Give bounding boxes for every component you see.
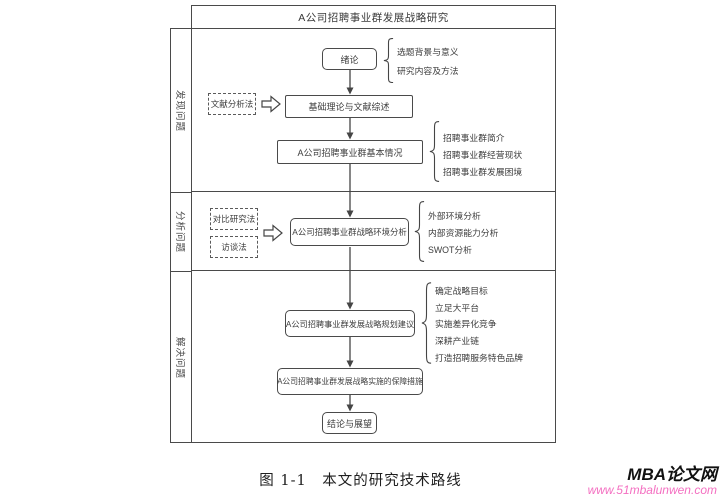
method-interview: 访谈法 [210, 236, 258, 258]
node-strategic-planning-suggestions: A公司招聘事业群发展战略规划建议 [285, 310, 415, 337]
brace-item: 确定战略目标 [435, 286, 488, 296]
brace-item: 招聘事业群发展困境 [443, 167, 523, 177]
brace-icon [429, 121, 440, 182]
brace-item: 深耕产业链 [435, 336, 479, 346]
lane-discover-problem: 发现问题 [171, 29, 191, 193]
lane-divider-line [191, 270, 556, 271]
brace-item: 内部资源能力分析 [428, 228, 499, 238]
lane-label: 发现问题 [174, 89, 186, 132]
node-strategic-environment-analysis: A公司招聘事业群战略环境分析 [290, 218, 409, 246]
node-introduction: 绪论 [322, 48, 377, 70]
brace-icon [383, 38, 394, 83]
brace-item: 选题背景与意义 [397, 47, 459, 57]
lane-analyze-problem: 分析问题 [171, 193, 191, 272]
brace-icon [421, 282, 432, 364]
figure-caption: 图 1-1 本文的研究技术路线 [259, 473, 462, 489]
swimlane-strip: 发现问题 分析问题 解决问题 [170, 28, 192, 443]
node-theory-literature: 基础理论与文献综述 [285, 95, 413, 118]
brace-item: 研究内容及方法 [397, 66, 459, 76]
brace-item: 招聘事业群简介 [443, 133, 505, 143]
brace-item: 打造招聘服务特色品牌 [435, 353, 523, 363]
node-basic-situation: A公司招聘事业群基本情况 [277, 140, 423, 164]
watermark: MBA论文网 www.51mbalunwen.com [588, 466, 717, 496]
method-comparative-research: 对比研究法 [210, 208, 258, 230]
diagram-title: A公司招聘事业群发展战略研究 [192, 6, 555, 29]
brace-item: 立足大平台 [435, 303, 479, 313]
watermark-site-name: MBA论文网 [627, 465, 717, 484]
brace-icon [414, 201, 425, 262]
brace-item: 外部环境分析 [428, 211, 481, 221]
node-conclusion-outlook: 结论与展望 [322, 412, 377, 434]
node-safeguard-measures: A公司招聘事业群发展战略实施的保障措施 [277, 368, 423, 395]
lane-label: 解决问题 [174, 336, 186, 379]
lane-divider-line [191, 191, 556, 192]
lane-label: 分析问题 [174, 210, 186, 254]
watermark-site-url: www.51mbalunwen.com [587, 482, 717, 497]
brace-item: 招聘事业群经营现状 [443, 150, 523, 160]
brace-item: SWOT分析 [428, 245, 472, 255]
lane-solve-problem: 解决问题 [171, 272, 191, 443]
method-literature-analysis: 文献分析法 [208, 93, 256, 115]
brace-item: 实施差异化竞争 [435, 319, 497, 329]
